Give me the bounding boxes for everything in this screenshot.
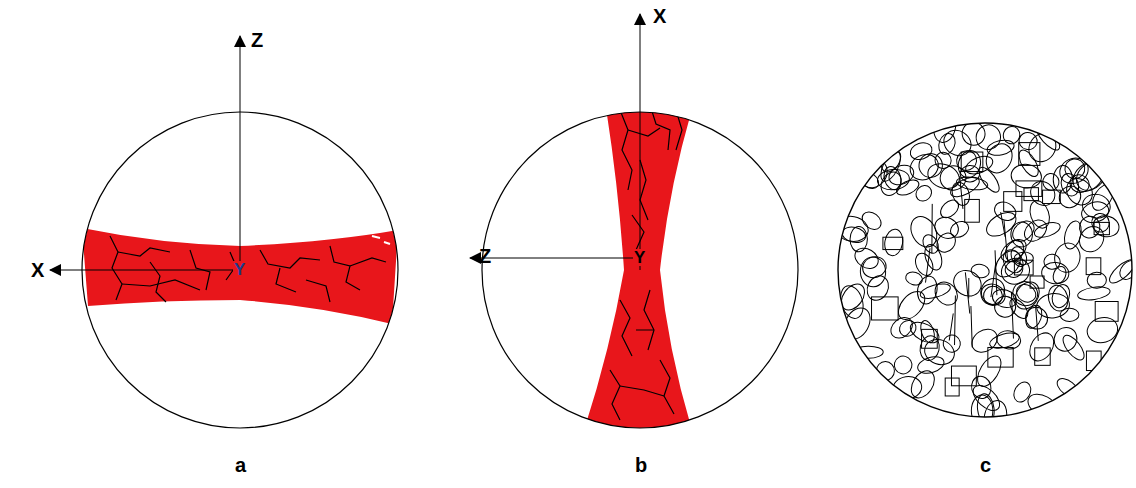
axis-label: X (30, 260, 45, 280)
x-axis (640, 14, 641, 270)
figure-letter: a (234, 455, 247, 475)
grain-texture (834, 109, 1136, 434)
axis-label: Z (478, 246, 492, 266)
sample-b (470, 14, 798, 430)
z-axis (240, 36, 241, 270)
figure-letter: b (634, 455, 648, 475)
cracks (610, 105, 682, 420)
sample-c (834, 109, 1136, 434)
axis-label: X (652, 6, 667, 26)
cracks (110, 236, 386, 302)
sample-a (50, 36, 398, 428)
z-axis (470, 258, 640, 259)
axis-label: Z (250, 30, 264, 50)
axis-label: Y (233, 261, 246, 278)
axis-label: Y (633, 249, 646, 266)
figure-letter: c (979, 455, 992, 475)
x-axis (50, 270, 240, 271)
